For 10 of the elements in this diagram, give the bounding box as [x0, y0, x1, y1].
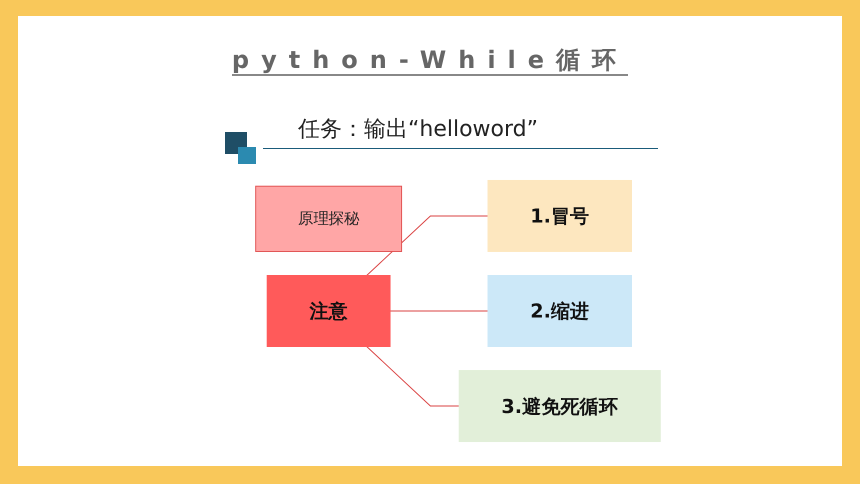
node-box: 1.冒号	[488, 180, 632, 252]
connector	[366, 346, 460, 407]
task-heading: 任务：输出“helloword”	[298, 116, 538, 144]
connector	[366, 215, 488, 276]
title: python-While循环	[232, 46, 628, 76]
connector	[390, 310, 488, 312]
node-box: 2.缩进	[488, 275, 632, 347]
node-box: 注意	[266, 275, 391, 347]
node-box: 原理探秘	[255, 186, 402, 252]
node-box: 3.避免死循环	[458, 370, 661, 442]
